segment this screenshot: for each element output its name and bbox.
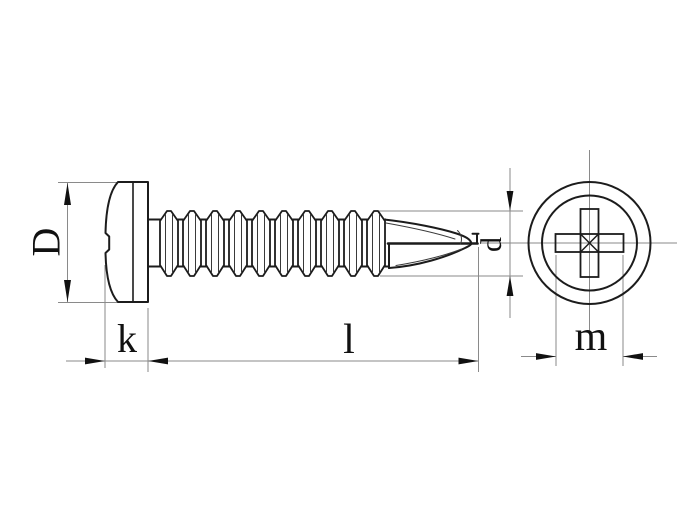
drill-point [383,218,480,269]
label-recess-width: m [575,314,608,360]
label-head-height: k [117,316,137,361]
label-head-diameter: D [24,228,69,257]
pan-top-circle [541,194,638,292]
phillips-recess [554,208,625,278]
label-thread-diameter: d [475,237,508,252]
side-view [104,181,480,303]
center-lines [480,150,677,333]
dimension-k-l-lines [66,247,479,372]
head-outline-circle [527,181,652,305]
label-length: l [343,317,355,363]
screw-head [104,181,149,303]
dimension-arrows [64,183,643,365]
front-view [527,181,652,305]
